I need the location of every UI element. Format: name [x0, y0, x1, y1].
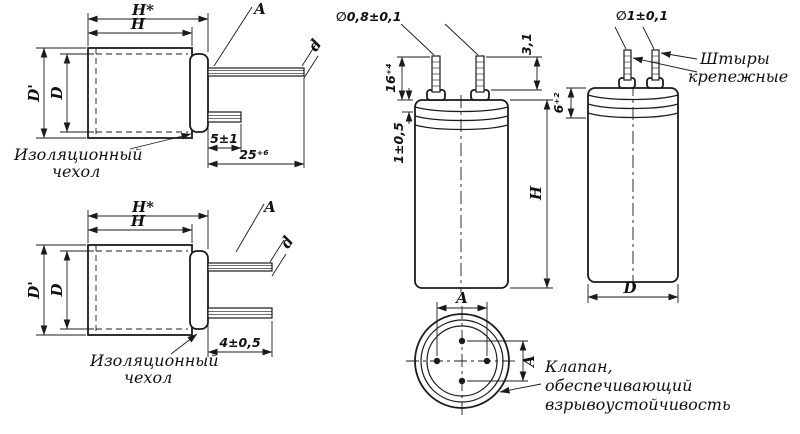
pins-note-line2: крепежные — [688, 67, 788, 86]
dia-pin-callout: ∅1±0,1 — [614, 8, 668, 50]
dim-label-lead-d: d — [304, 35, 325, 54]
insulation-note-line1: Изоляционный — [89, 351, 219, 370]
valve-note-line3: взрывоустойчивость — [545, 395, 731, 414]
view-snap-in-long: H* H D' D A d — [13, 0, 326, 181]
dim-label-d-can: D — [48, 283, 66, 297]
view-side: ∅1±0,1 Штыры крепежные 6⁺² D — [551, 8, 788, 303]
dim-label-d-outer: D' — [25, 281, 43, 300]
dim-d-outer: D' — [25, 244, 86, 336]
dia-pin-label: ∅0,8±0,1 — [336, 9, 401, 24]
dim-label-5: 5±1 — [210, 131, 238, 146]
upper-lead — [207, 67, 305, 77]
pin-right — [483, 357, 491, 365]
dim-label-a: A — [252, 0, 266, 18]
dim-label-a-horizontal: A — [454, 289, 468, 307]
mounting-pins-note: Штыры крепежные — [632, 49, 788, 86]
insulation-note: Изоляционный чехол — [13, 133, 192, 181]
dim-label-3-1: 3,1 — [519, 33, 534, 55]
dim-pin-len: 4±0,5 — [207, 321, 273, 357]
dim-lead-dia: d — [301, 35, 326, 79]
hidden-can-outline — [95, 245, 188, 335]
dim-label-6: 6⁺² — [551, 92, 566, 113]
dim-long-pin: 25⁺⁶ — [207, 78, 305, 168]
view-top: A A Клапан, обеспечивающий взрывоустойчи… — [406, 289, 731, 416]
dim-h: H — [87, 212, 193, 243]
dim-pin-tip: 3,1 — [486, 33, 542, 91]
dim-pin-span-vertical: A — [467, 340, 538, 382]
dia-pin-callout: ∅0,8±0,1 — [336, 9, 479, 56]
dim-label-a: A — [262, 198, 276, 216]
dim-bead: 6⁺² — [551, 87, 586, 119]
view-snap-in-short: H* H D' D A d — [25, 198, 298, 387]
dim-label-h-star: H* — [131, 198, 154, 216]
pin-left — [433, 357, 441, 365]
capacitor-sleeve — [87, 244, 193, 336]
pin-top — [458, 337, 466, 345]
dim-pin-spacing: A — [213, 0, 266, 67]
dim-label-h: H — [130, 212, 146, 230]
dim-h: H — [87, 15, 193, 46]
dim-label-a-vertical: A — [520, 355, 538, 369]
dim-short-pin: 5±1 — [207, 124, 242, 168]
valve-note-line1: Клапан, — [544, 357, 613, 376]
dim-pin-span-horizontal: A — [436, 289, 488, 356]
dim-label-h: H — [527, 185, 545, 201]
terminal-pin-left — [431, 55, 441, 93]
terminal-pin-right — [475, 55, 485, 93]
dim-label-25: 25⁺⁶ — [239, 147, 269, 162]
dim-label-1: 1±0,5 — [391, 122, 406, 164]
insulation-note-line2: чехол — [52, 162, 100, 181]
dim-d-can: D — [48, 53, 94, 133]
valve-note-line2: обеспечивающий — [545, 376, 692, 395]
capacitor-sleeve — [87, 47, 193, 139]
view-front: ∅0,8±0,1 3,1 16⁺⁴ 1±0,5 H — [336, 9, 553, 293]
dim-pin-height: 16⁺⁴ — [383, 56, 430, 101]
dim-d-can: D — [48, 250, 94, 330]
lower-lead — [207, 307, 273, 319]
lower-lead — [207, 111, 242, 123]
dim-h-star: H* — [87, 198, 209, 249]
crimp-rings — [414, 106, 509, 131]
dim-label-lead-d: d — [276, 232, 297, 251]
dim-bead: 1±0,5 — [391, 88, 413, 164]
dim-d-outer: D' — [25, 47, 86, 139]
capacitor-end-cap — [189, 53, 209, 133]
capacitor-end-cap — [189, 250, 209, 330]
pin-bottom — [458, 377, 466, 385]
pins-note-line1: Штыры — [699, 49, 770, 68]
dim-pin-spacing: A — [235, 198, 276, 253]
capacitor-can — [414, 99, 509, 289]
dim-case-diameter: D — [587, 279, 679, 303]
valve-note: Клапан, обеспечивающий взрывоустойчивост… — [499, 357, 731, 414]
mounting-pin-right — [651, 49, 660, 81]
insulation-note-line2: чехол — [124, 368, 172, 387]
upper-lead — [207, 262, 273, 272]
dia-pin-label: ∅1±0,1 — [616, 8, 668, 23]
dim-lead-dia: d — [269, 232, 298, 277]
dim-label-16: 16⁺⁴ — [383, 63, 398, 92]
dim-case-height: H — [510, 99, 553, 289]
dim-label-d: D — [622, 279, 636, 297]
dim-h-star: H* — [87, 1, 209, 52]
hidden-can-outline — [95, 48, 188, 138]
dim-label-d-outer: D' — [25, 84, 43, 103]
dim-label-h: H — [130, 15, 146, 33]
dim-label-4: 4±0,5 — [218, 335, 261, 350]
dim-label-d-can: D — [48, 86, 66, 100]
insulation-note-line1: Изоляционный — [13, 145, 143, 164]
insulation-note: Изоляционный чехол — [89, 333, 219, 387]
dim-label-h-star: H* — [131, 1, 154, 19]
mounting-pin-left — [623, 49, 632, 81]
